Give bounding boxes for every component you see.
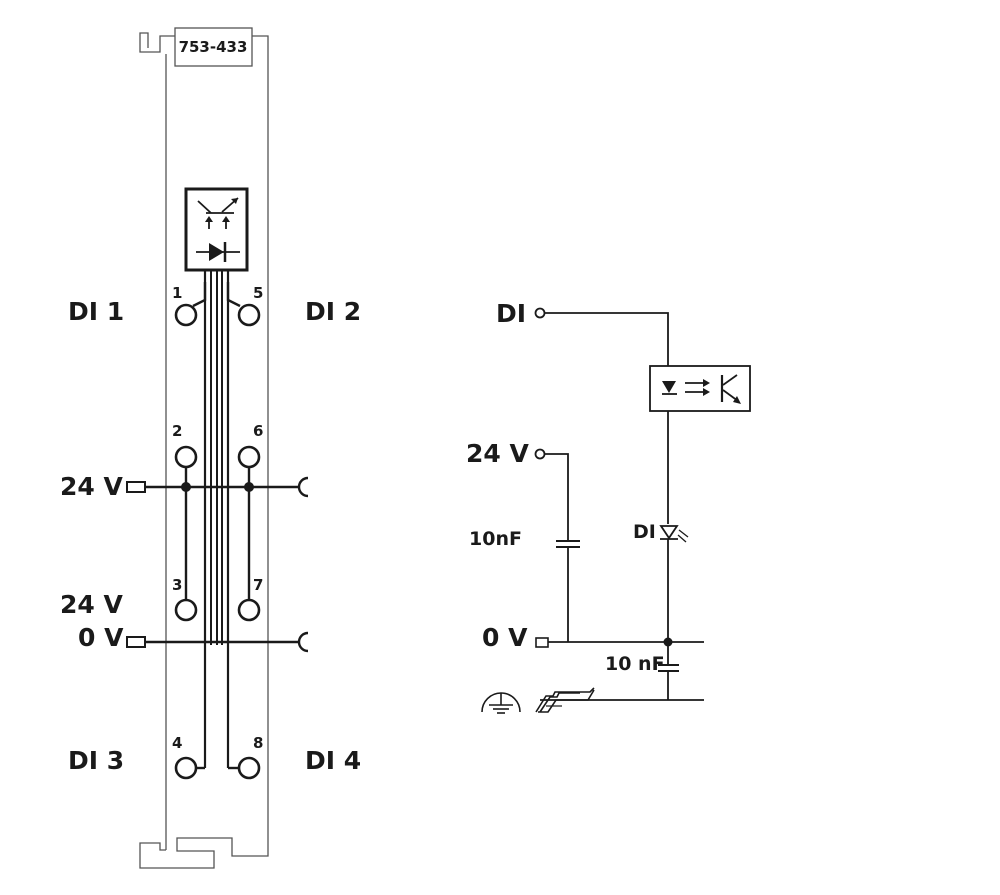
terminal-1 — [174, 303, 198, 327]
terminal-5 — [237, 303, 261, 327]
pin-number-8: 8 — [253, 734, 263, 752]
din-rail-icon — [535, 687, 595, 713]
schematic-label-led-di: DI — [633, 521, 656, 543]
schematic-di-terminal — [534, 307, 546, 319]
earth-ground-icon — [481, 692, 521, 714]
schematic-led — [659, 525, 679, 540]
pin-number-4: 4 — [172, 734, 182, 752]
part-number-box — [174, 27, 253, 67]
part-number: 753-433 — [179, 38, 248, 56]
pin-number-7: 7 — [253, 576, 263, 594]
schematic-label-di: DI — [496, 299, 526, 328]
power-contact-24v — [126, 481, 146, 493]
schematic — [481, 307, 751, 714]
pin-number-2: 2 — [172, 422, 182, 440]
pin-number-5: 5 — [253, 284, 263, 302]
module-housing: 753-433 — [139, 27, 269, 869]
label-di4: DI 4 — [305, 746, 361, 775]
schematic-label-10nf: 10nF — [469, 528, 522, 550]
pin-number-3: 3 — [172, 576, 182, 594]
label-0v: 0 V — [78, 623, 124, 652]
label-di2: DI 2 — [305, 297, 361, 326]
label-24v: 24 V — [60, 472, 123, 501]
pin-number-6: 6 — [253, 422, 263, 440]
schematic-24v-terminal — [534, 448, 546, 460]
label-di1: DI 1 — [68, 297, 124, 326]
label-di3: DI 3 — [68, 746, 124, 775]
pin-number-1: 1 — [172, 284, 182, 302]
schematic-label-24v: 24 V — [466, 439, 529, 468]
terminal-6 — [237, 445, 261, 469]
schematic-optocoupler — [649, 365, 751, 412]
module-opto-box — [184, 187, 249, 272]
power-rails — [126, 467, 309, 653]
schematic-label-10nf-2: 10 nF — [605, 653, 665, 675]
terminal-3 — [174, 598, 198, 622]
label-24v-b: 24 V — [60, 590, 123, 619]
terminal-7 — [237, 598, 261, 622]
terminal-2 — [174, 445, 198, 469]
internal-bus — [192, 270, 241, 770]
terminals — [174, 303, 261, 780]
schematic-0v-terminal — [535, 637, 549, 648]
schematic-label-0v: 0 V — [482, 623, 528, 652]
terminal-8 — [237, 756, 261, 780]
power-contact-0v — [126, 636, 146, 648]
terminal-4 — [174, 756, 198, 780]
